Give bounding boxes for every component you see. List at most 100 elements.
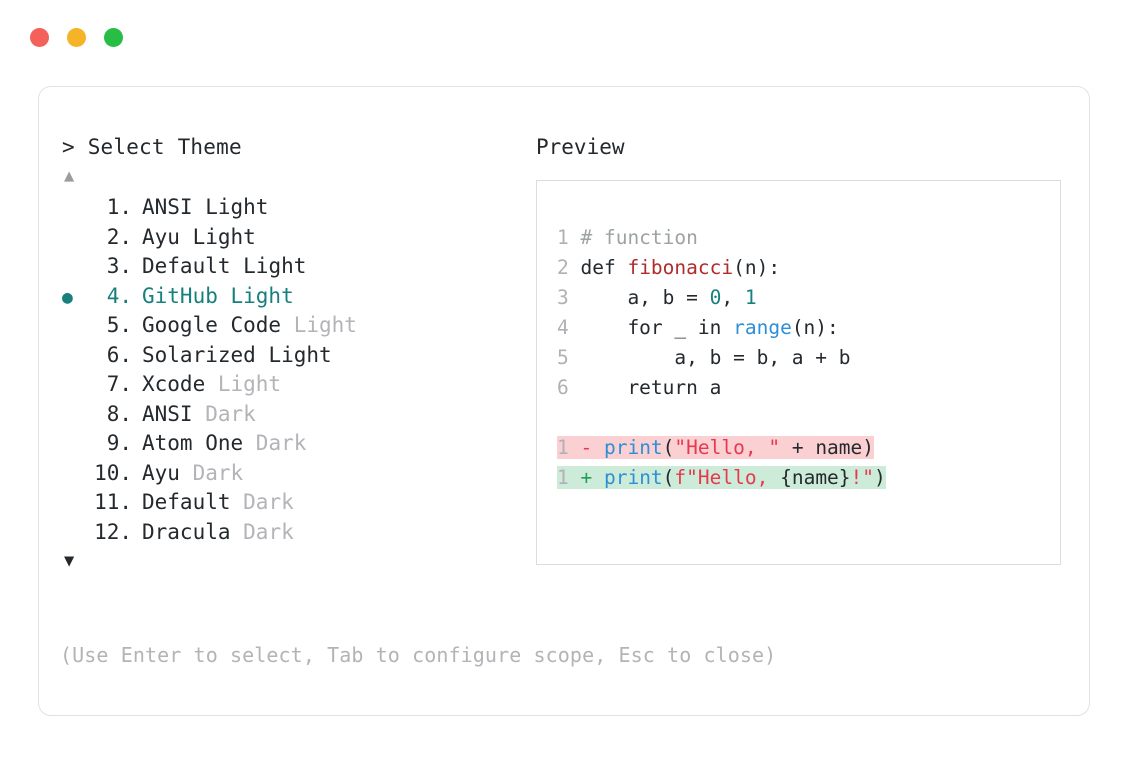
theme-option-number: 10.	[94, 460, 132, 485]
theme-option-variant: Light	[230, 254, 307, 278]
code-token: range	[733, 316, 792, 339]
theme-option-number: 2.	[106, 224, 132, 249]
close-button[interactable]	[30, 28, 49, 47]
line-number: 2	[557, 256, 581, 279]
diff-marker: +	[580, 466, 604, 489]
theme-option-github-light[interactable]: ●4.GitHub Light	[62, 282, 532, 312]
theme-selector-card: > Select Theme ▲ 1. ANSI Light 2. Ayu Ligh…	[38, 86, 1090, 716]
code-token: !"	[850, 466, 875, 489]
line-number: 6	[557, 376, 581, 399]
theme-list-panel: > Select Theme ▲ 1. ANSI Light 2. Ayu Ligh…	[62, 134, 532, 573]
maximize-button[interactable]	[104, 28, 123, 47]
bullet-placeholder	[62, 430, 88, 460]
code-token: def	[580, 256, 628, 279]
code-line: 1 # function	[557, 223, 1060, 253]
code-token: "Hello, "	[674, 436, 781, 459]
theme-option-solarized-light[interactable]: 6. Solarized Light	[62, 341, 532, 371]
code-token: # function	[580, 226, 698, 249]
bullet-placeholder	[62, 460, 88, 490]
diff-highlight: 1 + print(f"Hello, {name}!")	[557, 466, 886, 489]
line-number: 1	[557, 436, 581, 459]
code-token: + name)	[780, 436, 875, 459]
code-token: print	[603, 466, 663, 489]
diff-line-add: 1 + print(f"Hello, {name}!")	[557, 463, 1060, 493]
code-token: {name}	[780, 466, 851, 489]
line-number: 1	[557, 226, 581, 249]
code-token: )	[874, 466, 886, 489]
code-token: 0	[709, 286, 722, 309]
code-token: for _ in	[580, 316, 734, 339]
theme-option-atom-one-dark[interactable]: 9.Atom One Dark	[62, 429, 532, 459]
bullet-placeholder	[62, 519, 88, 549]
theme-option-name: Dracula	[142, 519, 231, 544]
theme-option-name: ANSI	[142, 195, 193, 219]
theme-option-ayu-light[interactable]: 2. Ayu Light	[62, 223, 532, 253]
code-token: (n):	[791, 316, 839, 339]
theme-option-variant: Light	[217, 283, 294, 308]
theme-option-name: Default	[142, 490, 231, 514]
code-token: 1	[744, 286, 757, 309]
preview-label: Preview	[536, 135, 625, 159]
code-token: (	[662, 466, 675, 489]
diff-line-del: 1 - print("Hello, " + name)	[557, 433, 1060, 463]
code-token: a, b =	[580, 286, 710, 309]
bullet-placeholder	[62, 224, 88, 254]
bullet-placeholder	[62, 371, 88, 401]
theme-option-name: Solarized	[142, 342, 256, 367]
code-token: a, b = b, a + b	[580, 346, 851, 369]
diff-block: 1 - print("Hello, " + name)1 + print(f"H…	[557, 433, 1060, 493]
theme-option-default-dark[interactable]: 11.Default Dark	[62, 488, 532, 518]
scroll-up-arrow-icon[interactable]: ▲	[64, 166, 75, 186]
theme-option-dracula-dark[interactable]: 12.Dracula Dark	[62, 518, 532, 548]
minimize-button[interactable]	[67, 28, 86, 47]
theme-option-variant: Light	[179, 224, 256, 249]
theme-option-number: 6.	[106, 342, 132, 367]
code-line: 4 for _ in range(n):	[557, 313, 1060, 343]
theme-option-google-code-light[interactable]: 5.Google Code Light	[62, 311, 532, 341]
code-line: 6 return a	[557, 373, 1060, 403]
theme-option-number: 7.	[106, 372, 132, 396]
theme-option-number: 8.	[106, 401, 132, 426]
theme-option-ansi-light[interactable]: 1. ANSI Light	[62, 193, 532, 223]
theme-option-variant: Light	[192, 195, 269, 219]
line-number: 5	[557, 346, 581, 369]
code-token: ,	[721, 286, 745, 309]
bullet-placeholder	[62, 194, 88, 224]
code-token: f"Hello,	[674, 466, 781, 489]
theme-option-default-light[interactable]: 3.Default Light	[62, 252, 532, 282]
theme-option-variant: Light	[281, 313, 357, 337]
theme-option-number: 4.	[106, 283, 132, 308]
theme-option-name: Atom One	[142, 431, 244, 455]
theme-option-ansi-dark[interactable]: 8.ANSI Dark	[62, 400, 532, 430]
theme-option-ayu-dark[interactable]: 10.Ayu Dark	[62, 459, 532, 489]
code-spacer	[557, 403, 1060, 433]
code-token: (n):	[733, 256, 781, 279]
code-token: return a	[580, 376, 722, 399]
theme-option-number: 1.	[106, 195, 132, 219]
page-title: Select Theme	[87, 135, 242, 159]
code-token: fibonacci	[627, 256, 734, 279]
theme-option-name: Xcode	[142, 372, 206, 396]
window-traffic-lights	[30, 28, 123, 47]
theme-option-number: 5.	[106, 313, 132, 337]
diff-marker: -	[580, 436, 604, 459]
theme-option-xcode-light[interactable]: 7.Xcode Light	[62, 370, 532, 400]
code-line: 2 def fibonacci(n):	[557, 253, 1060, 283]
theme-option-list: 1.ANSI Light 2.Ayu Light 3.Default Light…	[62, 193, 532, 547]
prompt-caret-icon: >	[62, 135, 75, 159]
code-token: (	[662, 436, 675, 459]
theme-option-variant: Dark	[179, 460, 244, 485]
scroll-down-arrow-icon[interactable]: ▼	[64, 551, 75, 571]
theme-option-variant: Dark	[230, 519, 294, 544]
theme-option-number: 3.	[106, 254, 132, 278]
theme-option-name: GitHub	[142, 283, 218, 308]
bullet-placeholder	[62, 312, 88, 342]
theme-option-name: Ayu	[142, 224, 180, 249]
diff-highlight: 1 - print("Hello, " + name)	[557, 436, 875, 459]
theme-option-number: 11.	[94, 490, 132, 514]
theme-option-variant: Light	[255, 342, 332, 367]
bullet-placeholder	[62, 401, 88, 431]
